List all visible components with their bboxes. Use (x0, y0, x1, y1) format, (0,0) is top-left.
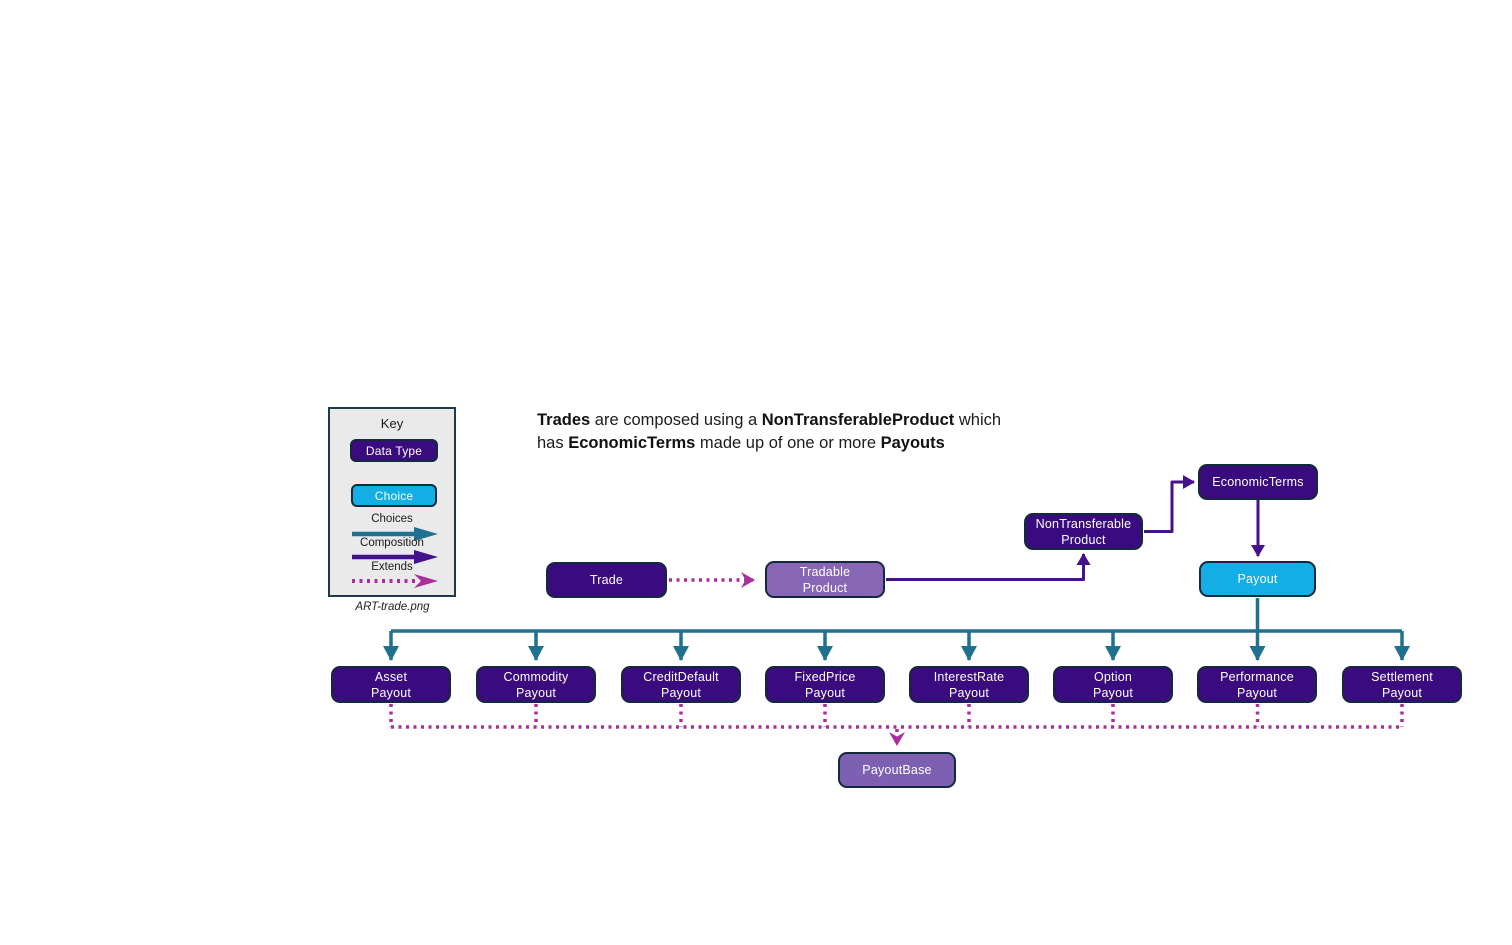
node-label: Payout (660, 685, 702, 700)
node-label: Payout (370, 685, 412, 700)
node-interestrate-payout: InterestRate Payout (909, 666, 1029, 703)
edge-tradableproduct-nontransferableproduct (886, 553, 1091, 581)
node-nontransferable-product-label-1: NonTransferable (1035, 516, 1132, 531)
node-label: Option (1093, 669, 1133, 684)
key-choices-label: Choices (371, 513, 413, 525)
node-label: Commodity (503, 669, 569, 684)
heading-bold-payouts: Payouts (880, 434, 945, 452)
node-economic-terms: EconomicTerms (1198, 464, 1318, 500)
key-extends-label: Extends (371, 561, 413, 573)
node-label: Settlement (1371, 669, 1433, 684)
heading-text: made up of one or more (695, 434, 881, 452)
node-label: Payout (1381, 685, 1423, 700)
node-label: Payout (1236, 685, 1278, 700)
heading-bold-trades: Trades (537, 411, 591, 429)
node-economic-terms-label: EconomicTerms (1212, 475, 1304, 489)
node-tradable-product: Tradable Product (765, 561, 885, 598)
node-label: Performance (1220, 669, 1294, 684)
node-trade-label: Trade (589, 573, 624, 587)
node-performance-payout: Performance Payout (1197, 666, 1317, 703)
node-option-payout: Option Payout (1053, 666, 1173, 703)
node-label: InterestRate (933, 669, 1005, 684)
heading-text: has (537, 434, 569, 452)
heading-line-2: has EconomicTerms made up of one or more… (537, 432, 1052, 455)
node-nontransferable-product-label-2: Product (1061, 532, 1106, 547)
node-label: Payout (804, 685, 846, 700)
key-data-type-label: Data Type (365, 443, 423, 458)
heading-text: which (954, 411, 1002, 429)
extends-arrow-icon (352, 574, 438, 588)
edge-nontransferableproduct-economicterms (1144, 475, 1195, 533)
key-choice-swatch: Choice (351, 484, 437, 507)
node-payout-base-label: PayoutBase (862, 763, 932, 777)
heading-bold-nontransferableproduct: NonTransferableProduct (761, 411, 955, 429)
node-payout-label: Payout (1237, 572, 1278, 586)
heading-line-1: Trades are composed using a NonTransfera… (537, 409, 1052, 432)
node-label: Payout (515, 685, 557, 700)
node-payout-base: PayoutBase (838, 752, 956, 788)
node-tradable-product-label-1: Tradable (799, 564, 851, 579)
node-asset-payout: Asset Payout (331, 666, 451, 703)
diagram-heading: Trades are composed using a NonTransfera… (537, 409, 1052, 455)
heading-bold-economicterms: EconomicTerms (568, 434, 696, 452)
heading-text: are composed using a (590, 411, 762, 429)
node-label: Payout (948, 685, 990, 700)
key-caption: ART-trade.png (355, 601, 430, 613)
choices-arrow-icon (352, 527, 438, 541)
node-label: CreditDefault (643, 669, 719, 684)
node-label: Asset (374, 669, 408, 684)
key-choice-label: Choice (374, 488, 414, 503)
key-composition-label: Composition (360, 537, 424, 549)
node-fixedprice-payout: FixedPrice Payout (765, 666, 885, 703)
node-trade: Trade (546, 562, 667, 598)
key-title: Key (380, 416, 404, 431)
node-tradable-product-label-2: Product (802, 580, 848, 595)
node-creditdefault-payout: CreditDefault Payout (621, 666, 741, 703)
node-label: FixedPrice (794, 669, 856, 684)
node-settlement-payout: Settlement Payout (1342, 666, 1462, 703)
key-panel: Key Data Type Choice Choices Composition… (328, 407, 456, 597)
node-nontransferable-product: NonTransferable Product (1024, 513, 1143, 550)
node-commodity-payout: Commodity Payout (476, 666, 596, 703)
composition-arrow-icon (352, 550, 438, 564)
key-data-type-swatch: Data Type (350, 439, 438, 462)
node-payout: Payout (1199, 561, 1316, 597)
node-label: Payout (1092, 685, 1134, 700)
